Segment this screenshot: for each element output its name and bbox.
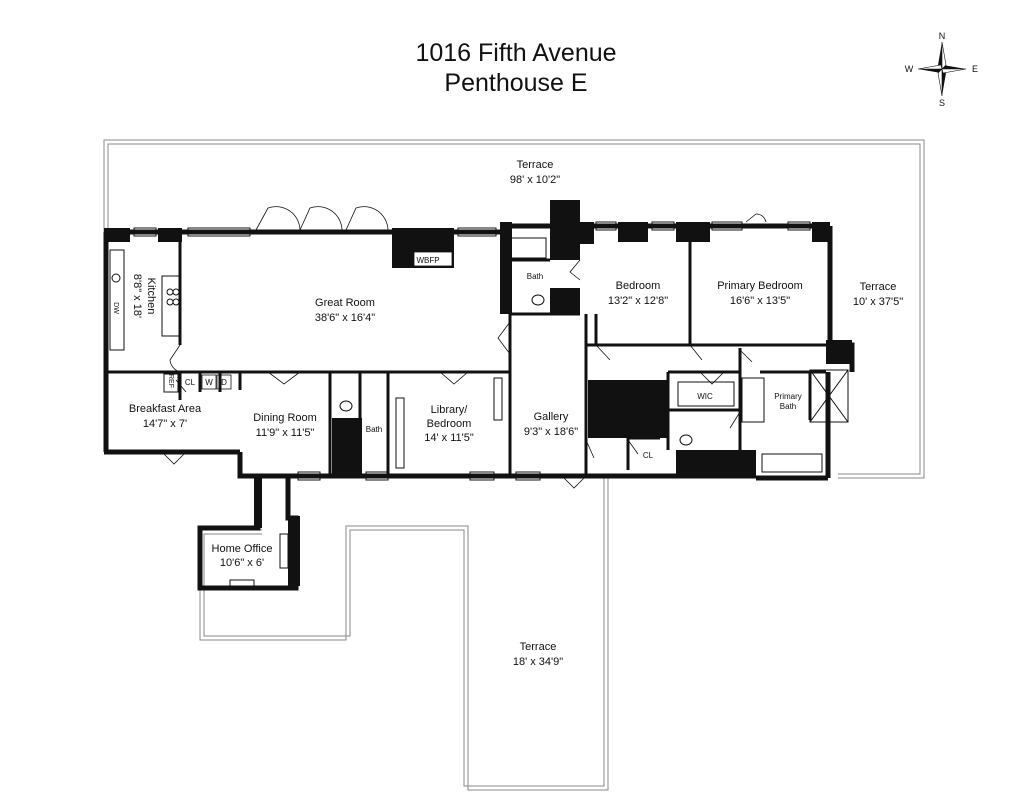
- terrace-east-dims: 10' x 37'5": [853, 296, 903, 308]
- breakfast-area-name: Breakfast Area: [129, 403, 202, 415]
- kitchen-dims: 8'8" x 18': [131, 274, 143, 318]
- library-dims: 14' x 11'5": [424, 432, 474, 444]
- terrace-south-dims: 18' x 34'9": [513, 656, 563, 668]
- terrace-north-name: Terrace: [517, 159, 554, 171]
- bath-label-2: Bath: [366, 425, 382, 434]
- primary-bedroom-name: Primary Bedroom: [717, 280, 803, 292]
- wic-label: WIC: [697, 392, 713, 401]
- door-swings: [161, 206, 767, 489]
- primary-bath-label-1: Primary: [774, 392, 802, 401]
- primary-bath-label-2: Bath: [780, 402, 796, 411]
- washer-label: W: [205, 378, 213, 387]
- terrace-east-name: Terrace: [860, 281, 897, 293]
- home-office-name: Home Office: [212, 543, 273, 555]
- wall-blocks: [104, 200, 852, 586]
- great-room-name: Great Room: [315, 297, 375, 309]
- plan-title-line1: 1016 Fifth Avenue: [415, 39, 617, 67]
- compass-e-label: E: [972, 64, 978, 74]
- dining-room-name: Dining Room: [253, 412, 317, 424]
- dishwasher-label: DW: [112, 302, 119, 314]
- closet-label-2: CL: [185, 378, 196, 387]
- plan-title-line2: Penthouse E: [444, 69, 588, 97]
- primary-bedroom-dims: 16'6" x 13'5": [730, 295, 790, 307]
- dining-room-dims: 11'9" x 11'5": [256, 427, 315, 439]
- elev-label: Elev.: [625, 425, 642, 434]
- room-labels: Terrace 98' x 10'2" Terrace 10' x 37'5" …: [129, 159, 903, 668]
- compass-rose-icon: N S E W: [905, 31, 978, 108]
- dryer-label: D: [221, 378, 227, 387]
- compass-w-label: W: [905, 64, 914, 74]
- library-name-2: Bedroom: [427, 418, 472, 430]
- bath-label-1: Bath: [527, 272, 543, 281]
- terrace-outlines: [103, 139, 925, 791]
- closet-label-1: CL: [643, 451, 654, 460]
- refrigerator-label: REF: [167, 374, 174, 388]
- great-room-dims: 38'6" x 16'4": [315, 312, 375, 324]
- bedroom-dims: 13'2" x 12'8": [608, 295, 668, 307]
- terrace-north-dims: 98' x 10'2": [510, 174, 560, 186]
- terrace-south-name: Terrace: [520, 641, 557, 653]
- gallery-dims: 9'3" x 18'6": [524, 426, 578, 438]
- compass-n-label: N: [939, 31, 946, 41]
- kitchen-name: Kitchen: [145, 278, 157, 315]
- library-name: Library/: [431, 404, 469, 416]
- bedroom-name: Bedroom: [616, 280, 661, 292]
- home-office-dims: 10'6" x 6': [220, 557, 264, 569]
- gallery-name: Gallery: [534, 411, 569, 423]
- windows-and-fixtures: [109, 221, 849, 589]
- fixture-labels: WBFP Bath Bath Primary Bath WIC Elev. CL…: [112, 251, 802, 460]
- wbfp-label: WBFP: [416, 256, 439, 265]
- breakfast-area-dims: 14'7" x 7': [143, 418, 187, 430]
- compass-s-label: S: [939, 98, 945, 108]
